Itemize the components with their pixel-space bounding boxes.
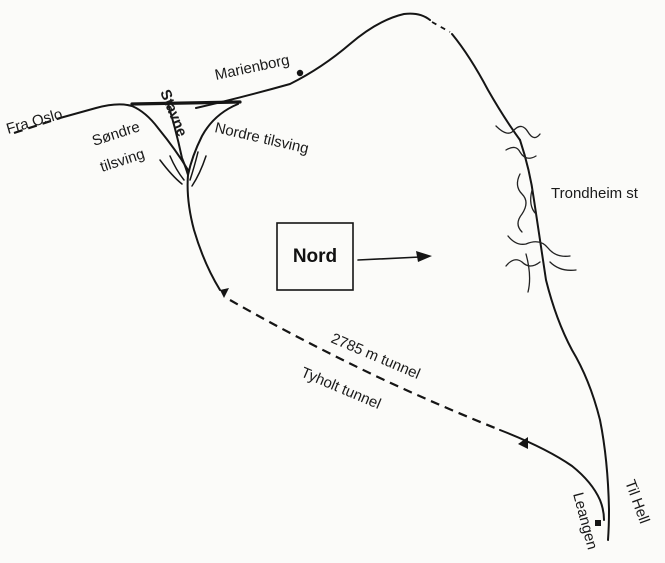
tyholt-tunnel-dashed: [229, 299, 501, 432]
river-south: [505, 235, 577, 293]
north-label: Nord: [293, 246, 337, 267]
nordre-tilsving-curve: [187, 103, 239, 176]
junction-fan-mid-left: [169, 155, 185, 181]
trondheim-main-line: [519, 139, 610, 541]
north-indicator-box: [276, 222, 354, 291]
nordre-tilsving-label: Nordre tilsving: [213, 119, 310, 157]
southbound-arrow: [220, 288, 229, 298]
north-arrow-head: [416, 251, 432, 262]
fra-oslo-dashed-line: [13, 116, 61, 135]
marienborg-line: [195, 12, 431, 109]
river-middle: [516, 173, 537, 233]
til-hell-label: Til Hell: [621, 478, 652, 526]
loop-line-to-trondheim: [451, 33, 521, 141]
sondre-tilsving-label-line1: Søndre: [90, 118, 142, 149]
river-north: [495, 125, 541, 159]
tyholt-tunnel-label: Tyholt tunnel: [298, 364, 383, 413]
tunnel-length-label: 2785 m tunnel: [328, 330, 422, 383]
southbound-line: [186, 174, 221, 291]
marienborg-label: Marienborg: [213, 52, 291, 84]
sondre-tilsving-label-line2: tilsving: [98, 145, 147, 175]
loop-dashed-segment: [431, 21, 451, 33]
fra-oslo-line: [59, 103, 189, 171]
marienborg-station-dot: [296, 69, 304, 77]
junction-fan-right: [191, 155, 207, 187]
junction-fan-mid-right: [189, 151, 199, 181]
north-arrow-shaft: [357, 256, 421, 261]
leangen-station-dot: [595, 520, 601, 526]
trondheim-st-label: Trondheim st: [551, 185, 639, 202]
fra-oslo-label: Fra Oslo: [4, 106, 64, 138]
tunnel-direction-arrow: [518, 437, 528, 449]
sondre-tilsving-curve: [167, 103, 189, 176]
leangen-approach-line: [499, 429, 605, 521]
junction-fan-left: [159, 159, 183, 185]
